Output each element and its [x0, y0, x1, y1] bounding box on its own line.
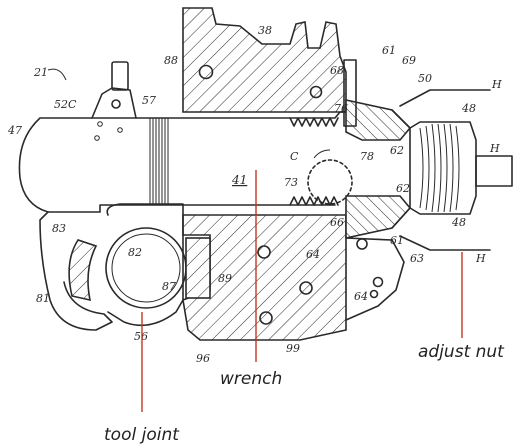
lower-hatched-block [182, 214, 347, 341]
ref-label: 82 [128, 246, 142, 259]
ref-label: 41 [231, 173, 247, 187]
clamp-block [91, 87, 137, 119]
joint-jaw-right [185, 237, 211, 299]
lever-handle [111, 61, 129, 91]
ref-label: 63 [410, 252, 424, 265]
ref-label: 38 [258, 24, 272, 37]
ref-label: 96 [196, 352, 210, 365]
ref-label: 99 [286, 342, 300, 355]
shaft [475, 155, 513, 187]
pin [198, 64, 214, 80]
ref-label: 56 [134, 330, 148, 343]
ref-label: 52C [54, 98, 77, 111]
ref-label: H [489, 142, 500, 155]
rail-lower [399, 235, 491, 251]
ref-label: 48 [451, 216, 466, 229]
pin [372, 276, 384, 288]
center-circle [307, 159, 353, 205]
pin [259, 311, 273, 325]
ref-label: 62 [396, 182, 410, 195]
ref-label: 64 [354, 290, 368, 303]
ref-label: 47 [7, 124, 22, 137]
pin [356, 238, 368, 250]
ref-label: 78 [360, 150, 374, 163]
wrench-label: wrench [220, 369, 282, 389]
ref-label: 50 [418, 72, 432, 85]
ref-label: 66 [330, 216, 344, 229]
ref-label: 68 [330, 64, 344, 77]
lower-right-block [345, 237, 405, 321]
pin [111, 99, 121, 109]
pin [117, 127, 123, 133]
joint-housing [106, 203, 184, 327]
tool-joint-inner [111, 233, 181, 303]
ref-label: H [475, 252, 486, 265]
spring-coil [149, 118, 169, 205]
ref-label: 61 [382, 44, 396, 57]
ref-label: 89 [218, 272, 232, 285]
tool-joint-label: tool joint [104, 425, 180, 445]
pin [369, 289, 379, 299]
ref-label: 61 [390, 234, 404, 247]
ref-label: 69 [402, 54, 416, 67]
ref-label: C [290, 150, 299, 163]
rail-upper [399, 89, 491, 107]
joint-jaw-left [68, 239, 98, 302]
ref-label: 87 [162, 280, 176, 293]
bore-teeth-top [289, 117, 339, 127]
nut-body [391, 109, 411, 229]
upper-hatched-block [182, 7, 347, 113]
ref-label: 62 [390, 144, 404, 157]
pin [299, 281, 313, 295]
pin [257, 245, 271, 259]
adjust-nut-lower [345, 195, 412, 239]
adjust-spring [419, 123, 460, 213]
ref-label: 57 [142, 94, 156, 107]
pin [309, 85, 323, 99]
adjust-nut-label: adjust nut [418, 342, 505, 362]
ref-label: 81 [36, 292, 50, 305]
ref-arrow [47, 68, 67, 81]
housing-hook [39, 211, 113, 331]
ref-label: 73 [284, 176, 298, 189]
ref-label: 48 [461, 102, 476, 115]
ref-label: 76 [334, 102, 348, 115]
bore-teeth-bottom [289, 196, 339, 206]
ref-label: 88 [164, 54, 178, 67]
pin [94, 135, 100, 141]
ref-label: 83 [52, 222, 66, 235]
ref-label: 64 [306, 248, 320, 261]
pin [97, 121, 103, 127]
spring-housing [409, 121, 477, 215]
ref-label: H [491, 78, 502, 91]
ref-label: 21 [33, 66, 48, 79]
locking-plate [343, 59, 357, 127]
rotation-arrow [313, 149, 331, 159]
tool-joint [105, 227, 187, 309]
